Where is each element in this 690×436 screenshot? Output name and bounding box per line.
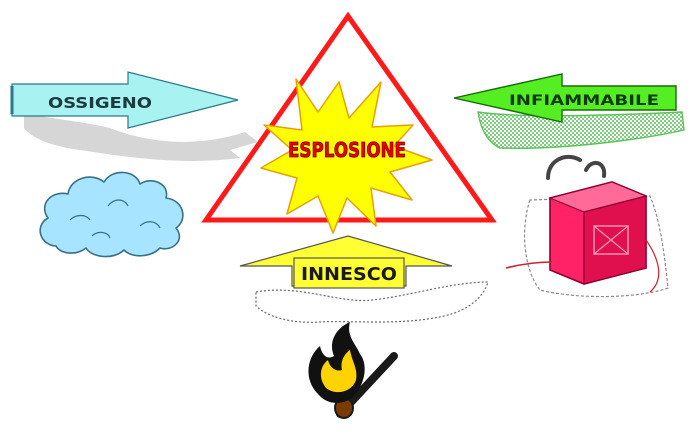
explosion-label: ESPLOSIONE bbox=[288, 138, 406, 162]
fuel-canister-icon bbox=[505, 154, 669, 298]
fuel-arrow-body bbox=[453, 73, 677, 123]
oxygen-arrow: OSSIGENO bbox=[10, 71, 258, 161]
fuel-label: INFIAMMABILE bbox=[509, 93, 659, 109]
ignition-arrow-shadow bbox=[255, 281, 489, 323]
ignition-arrow: INNESCO bbox=[239, 235, 489, 323]
triangle-outline bbox=[201, 11, 497, 223]
fire-triangle bbox=[201, 11, 497, 223]
burning-match-icon bbox=[308, 322, 398, 419]
ignition-label: INNESCO bbox=[301, 264, 397, 285]
fuel-arrow: INFIAMMABILE bbox=[453, 73, 685, 149]
oxygen-arrow-body bbox=[11, 71, 239, 129]
starburst-icon: ESPLOSIONE bbox=[260, 78, 433, 234]
oxygen-label: OSSIGENO bbox=[48, 94, 152, 112]
cloud-icon bbox=[39, 171, 184, 258]
fuel-arrow-shadow bbox=[477, 111, 685, 149]
oxygen-arrow-shadow bbox=[24, 113, 258, 161]
